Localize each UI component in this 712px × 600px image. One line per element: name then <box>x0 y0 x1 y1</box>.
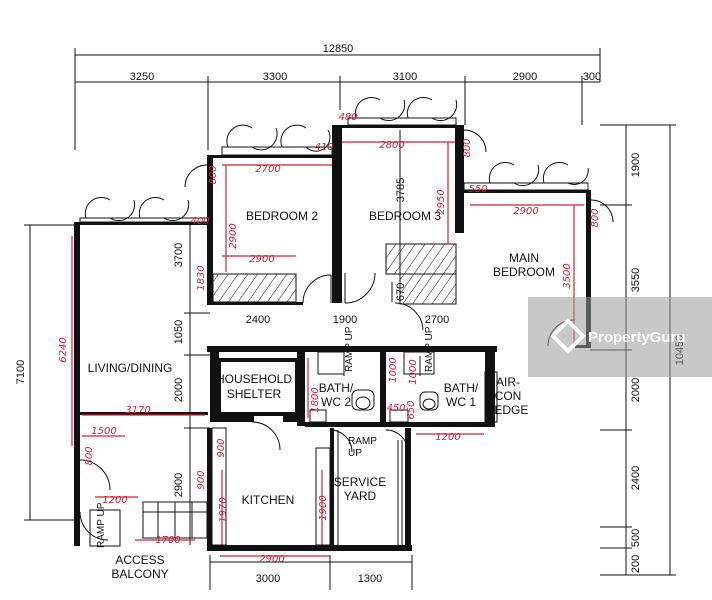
room-service-yard-line2: YARD <box>344 489 377 503</box>
annotation-bath1-small: 650 <box>406 400 417 419</box>
left-dimension-1: 3700 <box>173 243 185 267</box>
left-dimension-4: 2900 <box>173 473 185 497</box>
annotation-main-width: 2900 <box>513 206 538 217</box>
room-kitchen: KITCHEN <box>242 493 295 507</box>
annotation-bed2-height: 2900 <box>228 223 239 248</box>
ramp-yard-line1: RAMP <box>348 436 377 447</box>
annotation-bed3-height: 2950 <box>436 189 447 214</box>
annotation-living-lower: 1500 <box>91 426 116 437</box>
room-bath-wc2-line2: WC 2 <box>321 395 351 409</box>
right-dimension-5: 500 <box>630 529 642 547</box>
ramp-yard-line2: UP <box>348 448 362 459</box>
internal-dimension-bed3: 3785 <box>395 178 407 202</box>
annotation-bed3-top: 480 <box>338 112 357 123</box>
annotation-living-door: 800 <box>84 446 95 465</box>
aircon-ledge-rail <box>484 371 498 423</box>
top-dimension-3: 3100 <box>393 71 417 83</box>
annotation-kitchen-height: 1970 <box>218 497 229 522</box>
annotation-living-width: 3170 <box>125 405 150 416</box>
annotation-balcony-lower: 1700 <box>155 535 180 546</box>
right-dimension-3: 2000 <box>630 378 642 402</box>
annotation-bed3-width: 2800 <box>379 140 404 151</box>
annotation-bath2-height: 1800 <box>310 387 321 412</box>
room-bedroom-2: BEDROOM 2 <box>246 209 318 223</box>
annotation-bed2-width: 2700 <box>255 164 280 175</box>
annotation-yard-height: 1900 <box>318 495 329 520</box>
top-dimension-lines <box>74 48 601 150</box>
top-dimension-4: 2900 <box>513 71 537 83</box>
annotation-bath2-small: 450 <box>386 403 405 414</box>
ramp-up-balcony: RAMP UP <box>96 502 107 548</box>
red-dimension-lines <box>71 141 584 557</box>
room-bath-wc2-line1: BATH/ <box>319 381 354 395</box>
ramp-markers <box>343 282 421 376</box>
room-aircon-ledge-line2: CON <box>495 389 522 403</box>
left-dimension-3: 2000 <box>173 378 185 402</box>
mid-dimension-1: 2400 <box>246 314 270 326</box>
room-access-balcony-line1: ACCESS <box>115 553 164 567</box>
right-dimension-4: 2400 <box>630 466 642 490</box>
bath-fixtures <box>309 351 439 423</box>
annotation-main-side: 800 <box>590 208 601 227</box>
wardrobes <box>212 243 457 305</box>
windows <box>79 96 614 223</box>
room-living-dining: LIVING/DINING <box>88 361 173 375</box>
room-aircon-ledge-line1: AIR- <box>496 375 520 389</box>
annotation-kitchen-side2: 900 <box>196 470 207 489</box>
annotation-bed2-width-lower: 2900 <box>249 254 274 265</box>
annotation-balcony-width: 1200 <box>102 495 127 506</box>
annotation-bed2-side: 400 <box>190 216 209 227</box>
annotation-main-height: 3500 <box>562 263 573 288</box>
overall-width-dimension: 12850 <box>323 43 354 55</box>
room-household-shelter-line1: HOUSEHOLD <box>216 372 292 386</box>
top-dimension-5: 300 <box>583 71 601 83</box>
right-dimension-6: 200 <box>630 555 642 573</box>
household-shelter-box <box>217 358 299 416</box>
balcony-railing <box>89 501 208 547</box>
propertyguru-watermark: PropertyGuru <box>528 297 712 377</box>
internal-dimension-670: 670 <box>395 283 407 301</box>
room-aircon-ledge-line3: LEDGE <box>488 403 529 417</box>
annotation-bath1-width: 1200 <box>435 432 460 443</box>
room-main-bedroom-line1: MAIN <box>509 251 539 265</box>
annotation-bed2-window: 800 <box>208 165 219 184</box>
room-household-shelter-line2: SHELTER <box>227 387 282 401</box>
watermark-text: PropertyGuru <box>588 329 686 346</box>
annotation-living-height: 6240 <box>58 337 69 362</box>
right-dimension-1: 1900 <box>630 153 642 177</box>
bottom-dimension-2: 1300 <box>358 573 382 585</box>
walls <box>74 125 591 551</box>
annotation-bed2-door: 410 <box>314 142 333 153</box>
left-dimension-2: 1050 <box>173 320 185 344</box>
annotation-kitchen-width: 2900 <box>259 554 284 565</box>
bottom-dimension-1: 3000 <box>256 573 280 585</box>
right-dimension-2: 3550 <box>630 268 642 292</box>
annotation-kitchen-side: 900 <box>216 438 227 457</box>
annotation-bath2-side: 1000 <box>388 357 399 382</box>
mid-dimension-3: 2700 <box>425 314 449 326</box>
annotation-main-window: 550 <box>468 184 487 195</box>
room-bath-wc1-line2: WC 1 <box>446 395 476 409</box>
room-service-yard-line1: SERVICE <box>334 475 386 489</box>
room-bath-wc1-line1: BATH/ <box>444 381 479 395</box>
top-dimension-2: 3300 <box>263 71 287 83</box>
mid-dimension-2: 1900 <box>333 314 357 326</box>
ramp-up-bath1: RAMP UP <box>424 326 435 372</box>
room-access-balcony-line2: BALCONY <box>111 567 168 581</box>
ramp-up-bath2: RAMP UP <box>344 326 355 372</box>
room-main-bedroom-line2: BEDROOM <box>493 265 555 279</box>
doors <box>79 272 575 541</box>
propertyguru-logo-icon <box>550 318 586 354</box>
kitchen-counters <box>211 427 403 546</box>
bottom-dimension-lines <box>209 555 413 590</box>
annotation-bath1-side: 1000 <box>408 359 419 384</box>
room-bedroom-3: BEDROOM 3 <box>369 209 441 223</box>
top-dimension-1: 3250 <box>130 71 154 83</box>
annotation-bed3-side: 800 <box>462 138 473 157</box>
annotation-bed2-height-lower: 1830 <box>196 265 207 290</box>
left-dimension-lines <box>24 224 210 545</box>
left-dimension-overall: 7100 <box>15 360 27 384</box>
